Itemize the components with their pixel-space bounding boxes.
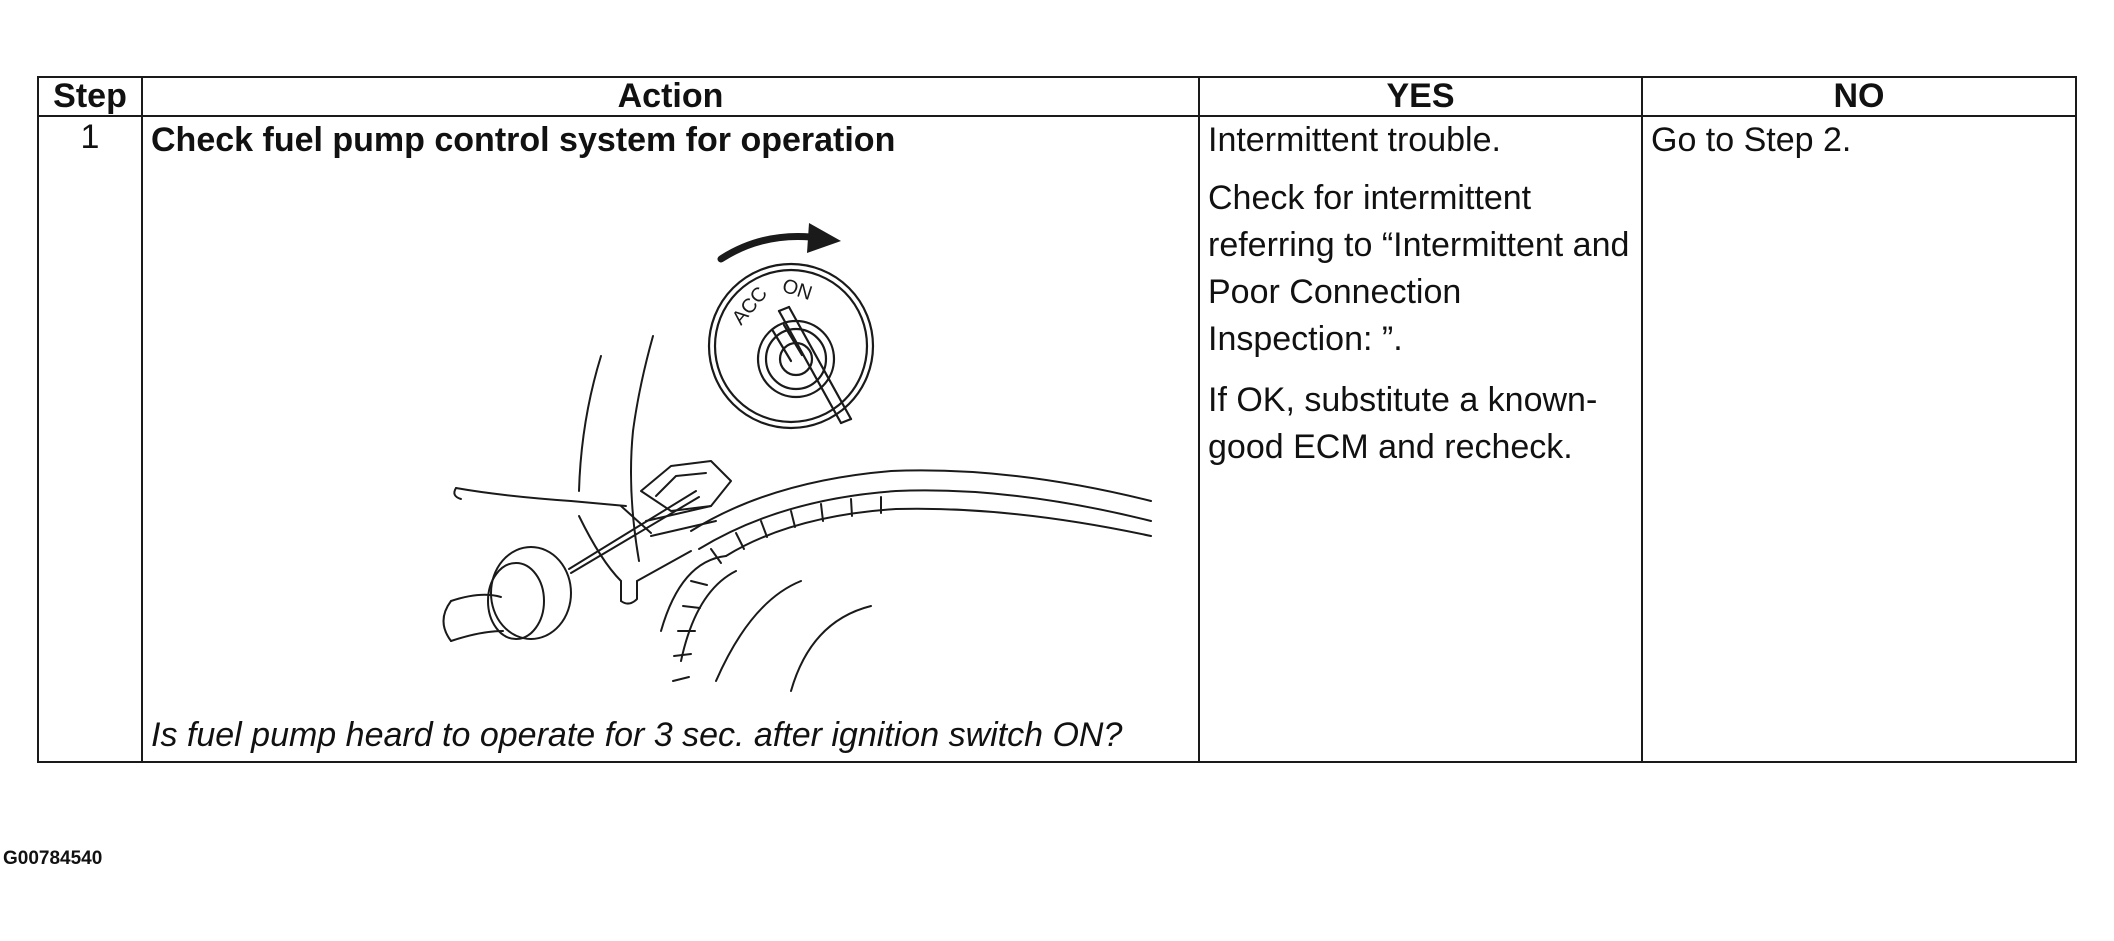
header-yes: YES: [1198, 76, 1643, 117]
ignition-key-icon: ACC ON: [442, 223, 1152, 692]
ignition-switch-illustration: ACC ON: [151, 161, 1181, 713]
table-row: 1 Check fuel pump control system for ope…: [37, 115, 2077, 763]
action-title: Check fuel pump control system for opera…: [151, 121, 896, 159]
header-no: NO: [1641, 76, 2077, 117]
yes-paragraph-2: Check for intermittent referring to “Int…: [1208, 179, 1630, 358]
yes-cell: Intermittent trouble. Check for intermit…: [1198, 115, 1643, 763]
header-step: Step: [37, 76, 143, 117]
on-label: ON: [779, 275, 814, 305]
action-cell: Check fuel pump control system for opera…: [141, 115, 1200, 763]
table-header-row: Step Action YES NO: [37, 76, 2077, 117]
figure-id: G00784540: [3, 848, 103, 869]
no-text: Go to Step 2.: [1651, 121, 1852, 159]
yes-paragraph-3: If OK, substitute a known-good ECM and r…: [1208, 381, 1598, 466]
step-number: 1: [37, 115, 143, 763]
no-cell: Go to Step 2.: [1641, 115, 2077, 763]
diagnostic-table: Step Action YES NO 1 Check fuel pump con…: [37, 76, 2077, 763]
yes-paragraph-1: Intermittent trouble.: [1208, 121, 1501, 159]
acc-label: ACC: [728, 283, 772, 329]
action-question: Is fuel pump heard to operate for 3 sec.…: [151, 716, 1123, 754]
header-action: Action: [141, 76, 1200, 117]
